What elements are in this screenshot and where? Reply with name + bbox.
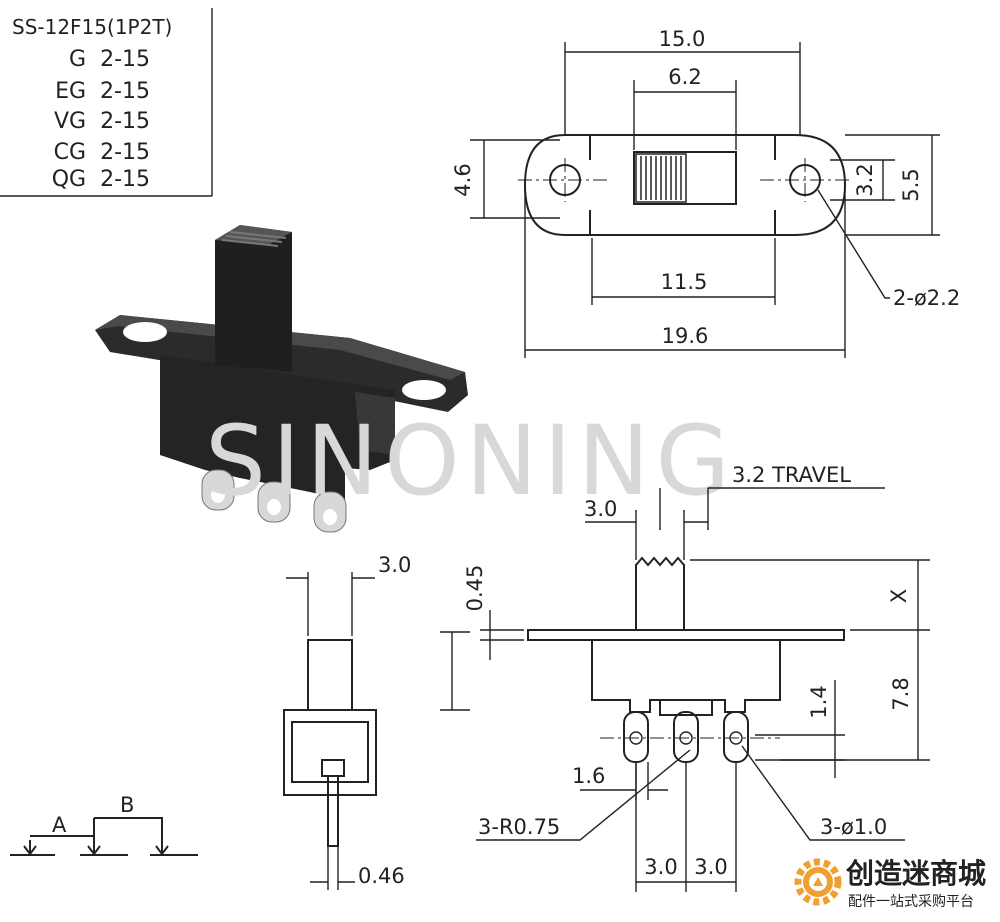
radius-callout: 3-R0.75 bbox=[478, 815, 560, 839]
label-a: A bbox=[52, 813, 67, 837]
travel-label: 3.2 TRAVEL bbox=[732, 463, 851, 487]
variant-vg: VG 2-15 bbox=[54, 109, 150, 134]
brand-logo: 创造迷商城 配件一站式采购平台 bbox=[794, 857, 986, 910]
top-view-drawing: 15.0 6.2 4.6 3.2 5.5 11.5 19.6 2-ø2.2 bbox=[451, 27, 960, 358]
dim-1-6: 1.6 bbox=[572, 764, 605, 788]
variant-qg: QG 2-15 bbox=[52, 167, 150, 192]
end-view-drawing: 3.0 0.46 bbox=[283, 553, 411, 890]
label-b: B bbox=[120, 793, 134, 817]
side-dim-3-0: 3.0 bbox=[584, 497, 617, 521]
dim-4-6: 4.6 bbox=[451, 163, 475, 196]
pitch-3-0-right: 3.0 bbox=[694, 855, 727, 879]
photo-terminals bbox=[201, 469, 347, 533]
variant-cg: CG 2-15 bbox=[54, 140, 150, 165]
dim-11-5: 11.5 bbox=[661, 270, 708, 294]
pitch-3-0-left: 3.0 bbox=[644, 855, 677, 879]
side-view-drawing: 3.2 TRAVEL 3.0 0.45 X 7.8 1.4 1.6 bbox=[440, 463, 930, 892]
hole-callout-2-phi-2-2: 2-ø2.2 bbox=[893, 286, 960, 310]
dim-7-8: 7.8 bbox=[889, 677, 913, 710]
dim-0-45: 0.45 bbox=[463, 565, 487, 612]
switch-photo bbox=[95, 225, 468, 533]
dim-19-6: 19.6 bbox=[662, 324, 709, 348]
dim-5-5: 5.5 bbox=[899, 168, 923, 201]
variant-eg: EG 2-15 bbox=[55, 79, 150, 104]
model-table: SS-12F15(1P2T) G 2-15 EG 2-15 VG 2-15 CG… bbox=[0, 8, 213, 197]
mounting-hole-right-photo bbox=[402, 380, 446, 400]
model-title: SS-12F15(1P2T) bbox=[12, 15, 172, 39]
end-dim-3-0: 3.0 bbox=[378, 553, 411, 577]
watermark: SINONING bbox=[205, 405, 736, 517]
dim-x: X bbox=[887, 589, 911, 603]
dim-15-0: 15.0 bbox=[659, 27, 706, 51]
dim-3-2: 3.2 bbox=[853, 163, 877, 196]
dim-6-2: 6.2 bbox=[668, 65, 701, 89]
logo-tagline: 配件一站式采购平台 bbox=[848, 894, 974, 910]
dim-1-4: 1.4 bbox=[807, 685, 831, 718]
gear-icon bbox=[794, 858, 842, 906]
circuit-schematic: A B bbox=[10, 793, 198, 856]
logo-name: 创造迷商城 bbox=[845, 857, 986, 890]
variant-g: G 2-15 bbox=[69, 47, 150, 72]
end-dim-0-46: 0.46 bbox=[358, 864, 405, 888]
mounting-hole-left-photo bbox=[123, 322, 167, 342]
hole-callout-3-phi-1-0: 3-ø1.0 bbox=[820, 815, 887, 839]
